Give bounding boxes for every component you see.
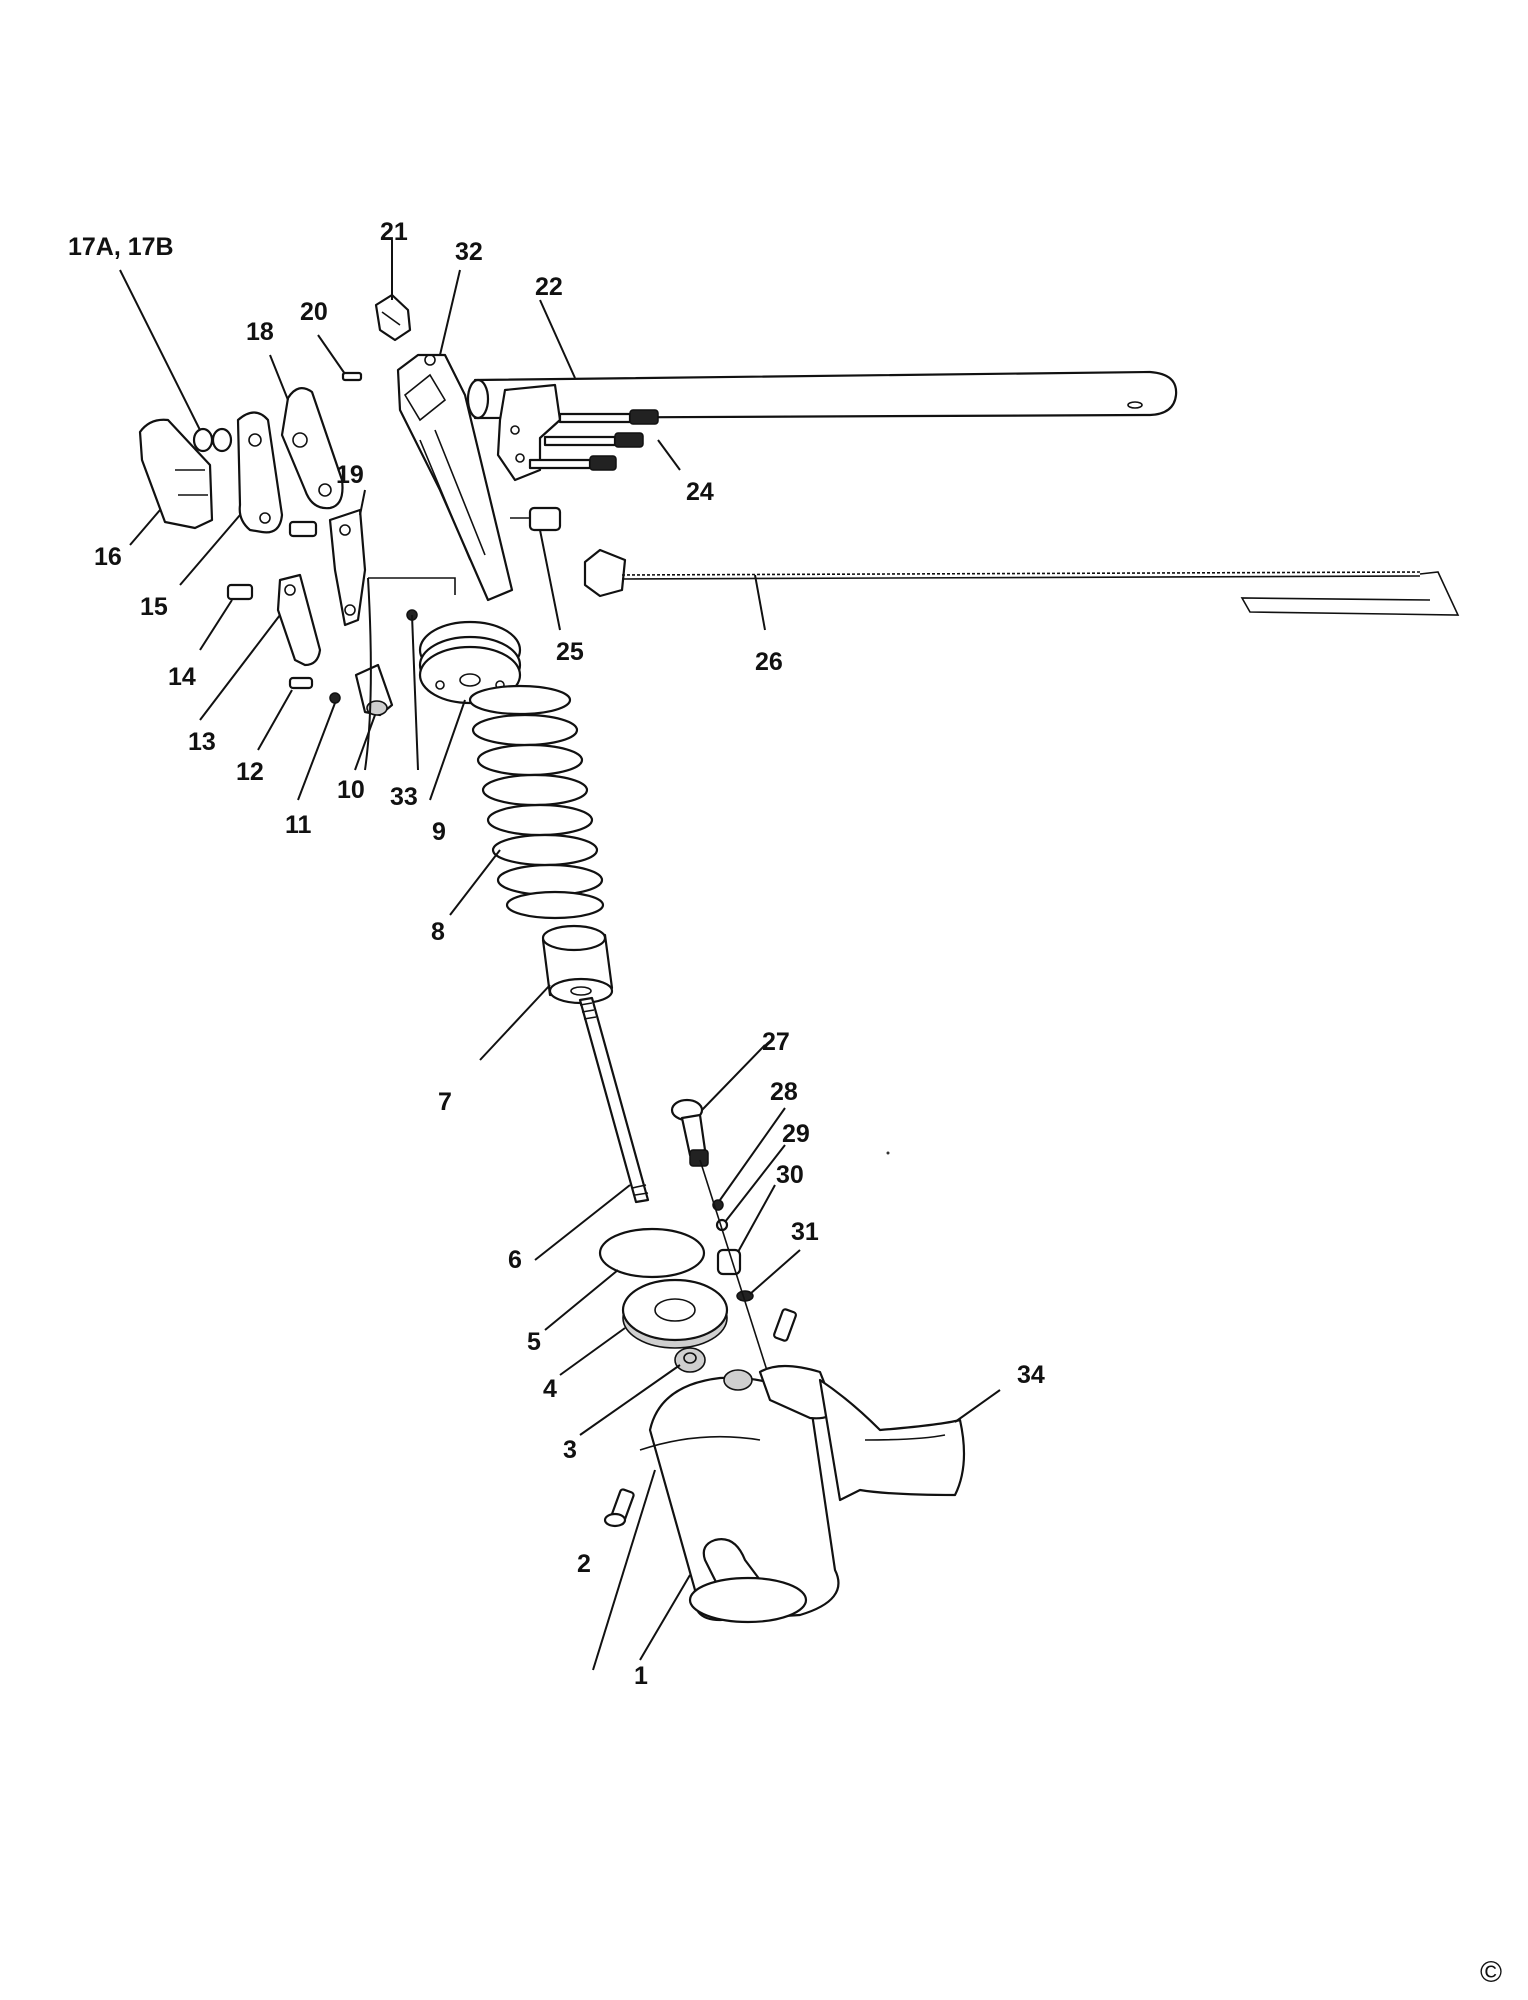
label-15: 15 [140,593,168,621]
label-11: 11 [285,811,312,839]
part-22-tube [466,370,1178,420]
part-26-rod [583,548,1460,616]
callout-labels: 17A, 17B 21 32 22 20 18 19 16 15 14 13 1… [68,218,1045,1690]
label-13: 13 [188,728,216,756]
label-25: 25 [556,638,584,666]
label-1: 1 [634,1662,648,1690]
label-29: 29 [782,1120,810,1148]
part-1-body [639,1364,966,1624]
label-12: 12 [236,758,264,786]
label-30: 30 [776,1161,804,1189]
part-20-pin [341,371,363,382]
label-5: 5 [527,1328,541,1356]
part-25-nut [510,506,562,532]
label-8: 8 [431,918,445,946]
part-18-lever [280,387,344,510]
label-3: 3 [563,1436,577,1464]
label-19: 19 [336,461,364,489]
label-18: 18 [246,318,274,346]
label-17a-17b: 17A, 17B [68,233,174,261]
label-26: 26 [755,648,783,676]
part-13-lever [276,573,322,667]
part-2-screw [603,1488,635,1528]
label-24: 24 [686,478,714,506]
part-16-grip-pad [138,418,214,530]
label-10: 10 [337,776,365,804]
label-22: 22 [535,273,563,301]
label-27: 27 [762,1028,790,1056]
part-34-screw [773,1308,797,1342]
stray-dot [886,1151,890,1155]
part-7-bushing [541,924,614,1005]
part-15-link [236,411,284,534]
part-21-clip [374,293,412,342]
part-8-spring [468,684,605,920]
label-20: 20 [300,298,328,326]
label-6: 6 [508,1246,522,1274]
label-14: 14 [168,663,196,691]
part-17-washers [192,427,233,453]
part-3-nut [674,1347,706,1373]
label-32: 32 [455,238,483,266]
leader-lines [119,240,1001,1671]
label-28: 28 [770,1078,798,1106]
part-10-pivot [288,663,394,717]
label-2: 2 [577,1550,591,1578]
label-4: 4 [543,1375,557,1403]
part-32-frame [396,353,514,602]
label-16: 16 [94,543,122,571]
part-4-seal [621,1278,729,1349]
part-24-bracket-screws [496,383,659,482]
part-6-rod [578,996,650,1204]
part-14-pin [226,583,254,601]
part-27-31-valve [670,1098,771,1381]
label-33: 33 [390,783,418,811]
part-5-oring [598,1227,706,1279]
label-7: 7 [438,1088,452,1116]
label-21: 21 [380,218,408,246]
label-31: 31 [791,1218,819,1246]
part-33-bracket [368,577,456,595]
copyright-mark: © [1480,1956,1502,1989]
label-9: 9 [432,818,446,846]
label-34: 34 [1017,1361,1045,1389]
